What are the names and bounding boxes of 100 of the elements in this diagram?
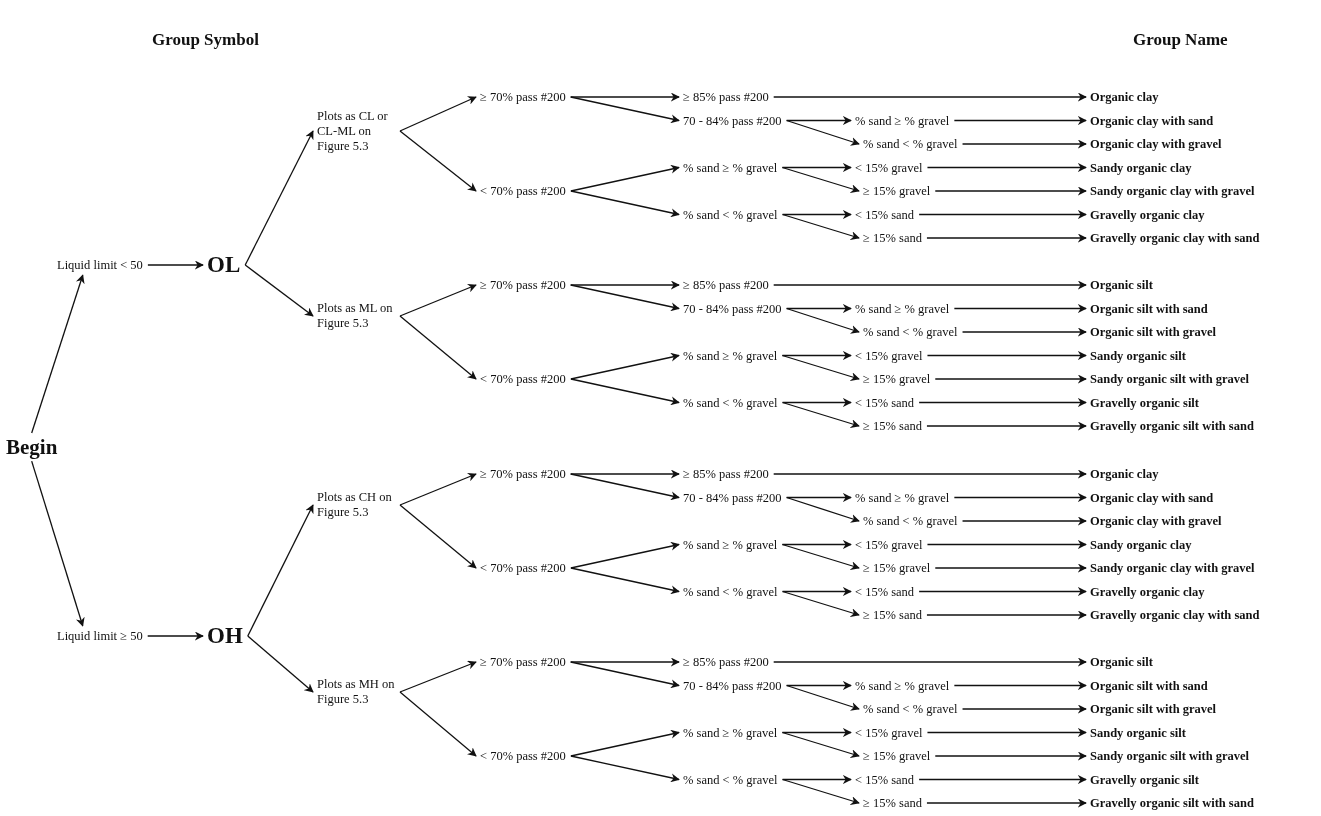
arrow — [570, 755, 680, 783]
arrow — [399, 96, 477, 132]
group-name: Gravelly organic clay — [1090, 584, 1205, 599]
criterion-text: < 70% pass #200 — [480, 371, 566, 387]
arrow — [31, 460, 85, 627]
group-name: Sandy organic clay — [1090, 537, 1192, 552]
arrow — [926, 540, 1087, 549]
criterion-text: < 15% sand — [855, 772, 915, 787]
arrow — [773, 280, 1087, 290]
group-name: Gravelly organic clay — [1090, 207, 1205, 222]
criterion-text: < 15% sand — [855, 584, 915, 599]
group-name: Gravelly organic silt with sand — [1090, 418, 1254, 434]
arrow — [961, 327, 1087, 337]
arrow — [399, 660, 477, 693]
criterion-text: % sand ≥ % gravel — [855, 678, 950, 693]
arrow — [570, 190, 680, 218]
arrow — [570, 96, 680, 124]
arrow — [934, 186, 1087, 196]
group-name: Sandy organic silt with gravel — [1090, 748, 1250, 764]
criterion-text: Liquid limit ≥ 50 — [57, 628, 143, 644]
arrow — [781, 590, 860, 617]
arrow — [926, 798, 1087, 808]
group-name: Sandy organic silt — [1090, 725, 1186, 740]
arrow — [781, 213, 860, 240]
group-name: Organic clay with gravel — [1090, 136, 1222, 152]
group-name: Organic clay with sand — [1090, 490, 1214, 505]
start-label: Begin — [6, 434, 58, 460]
criterion-text: % sand < % gravel — [863, 513, 958, 529]
criterion-text: % sand ≥ % gravel — [683, 160, 778, 175]
arrow — [781, 543, 860, 570]
arrow — [570, 729, 680, 757]
arrow — [244, 130, 314, 266]
criterion-text: % sand < % gravel — [863, 701, 958, 717]
criterion-text: < 15% gravel — [855, 348, 923, 363]
group-name: Organic silt — [1090, 654, 1153, 670]
arrow — [399, 130, 477, 192]
criterion-text: ≥ 70% pass #200 — [480, 466, 566, 482]
criterion-text: ≥ 85% pass #200 — [683, 89, 769, 105]
arrow — [147, 631, 204, 641]
group-name: Gravelly organic silt — [1090, 772, 1199, 787]
criterion-text: ≥ 15% sand — [863, 230, 922, 246]
arrow — [31, 274, 85, 434]
arrow — [147, 260, 204, 270]
criterion-text: < 15% gravel — [855, 160, 923, 175]
arrow — [953, 681, 1087, 690]
arrow — [399, 472, 477, 506]
criterion-text: < 15% sand — [855, 395, 915, 410]
arrow — [926, 233, 1087, 243]
arrow — [570, 352, 680, 380]
criterion-text: % sand ≥ % gravel — [855, 113, 950, 128]
arrow — [926, 163, 1087, 172]
arrow — [918, 210, 1087, 219]
criterion-text: % sand < % gravel — [863, 136, 958, 152]
criterion-text: ≥ 15% sand — [863, 607, 922, 623]
arrow — [773, 657, 1087, 667]
criterion-text: ≥ 85% pass #200 — [683, 466, 769, 482]
arrow — [570, 541, 680, 569]
group-name: Gravelly organic clay with sand — [1090, 230, 1260, 246]
criterion-text: Liquid limit < 50 — [57, 257, 143, 273]
criterion-text: % sand ≥ % gravel — [683, 348, 778, 363]
criterion-text: % sand < % gravel — [683, 395, 778, 410]
group-name: Gravelly organic silt — [1090, 395, 1199, 410]
criterion-text: < 15% gravel — [855, 725, 923, 740]
criterion-text: < 15% sand — [855, 207, 915, 222]
criterion-text: ≥ 85% pass #200 — [683, 654, 769, 670]
criterion-text: < 70% pass #200 — [480, 748, 566, 764]
group-name: Sandy organic clay — [1090, 160, 1192, 175]
arrow — [570, 284, 680, 312]
group-name: Sandy organic silt with gravel — [1090, 371, 1250, 387]
column-heading: Group Symbol — [152, 30, 259, 50]
arrow — [570, 280, 680, 290]
arrow — [918, 587, 1087, 596]
arrow — [961, 139, 1087, 149]
arrow — [918, 398, 1087, 407]
arrow — [570, 567, 680, 595]
group-name: Organic silt with gravel — [1090, 701, 1217, 717]
criterion-text: % sand ≥ % gravel — [855, 490, 950, 505]
group-name: Sandy organic silt — [1090, 348, 1186, 363]
criterion-text: Plots as ML on Figure 5.3 — [317, 301, 395, 331]
column-heading: Group Name — [1133, 30, 1228, 50]
arrow — [247, 635, 314, 693]
arrow — [570, 378, 680, 406]
arrow — [926, 610, 1087, 620]
arrow — [570, 92, 680, 102]
criterion-text: 70 - 84% pass #200 — [683, 301, 782, 316]
group-name: Gravelly organic silt with sand — [1090, 795, 1254, 811]
arrow — [961, 516, 1087, 526]
criterion-text: ≥ 70% pass #200 — [480, 277, 566, 293]
arrow — [244, 264, 314, 317]
group-symbol: OH — [207, 622, 243, 650]
arrow — [961, 704, 1087, 714]
arrow — [781, 354, 860, 381]
arrow — [785, 684, 860, 711]
arrow — [399, 504, 477, 569]
criterion-text: < 15% gravel — [855, 537, 923, 552]
criterion-text: ≥ 70% pass #200 — [480, 654, 566, 670]
arrow — [781, 731, 860, 758]
arrow — [926, 728, 1087, 737]
arrow — [934, 751, 1087, 761]
arrow — [926, 351, 1087, 360]
